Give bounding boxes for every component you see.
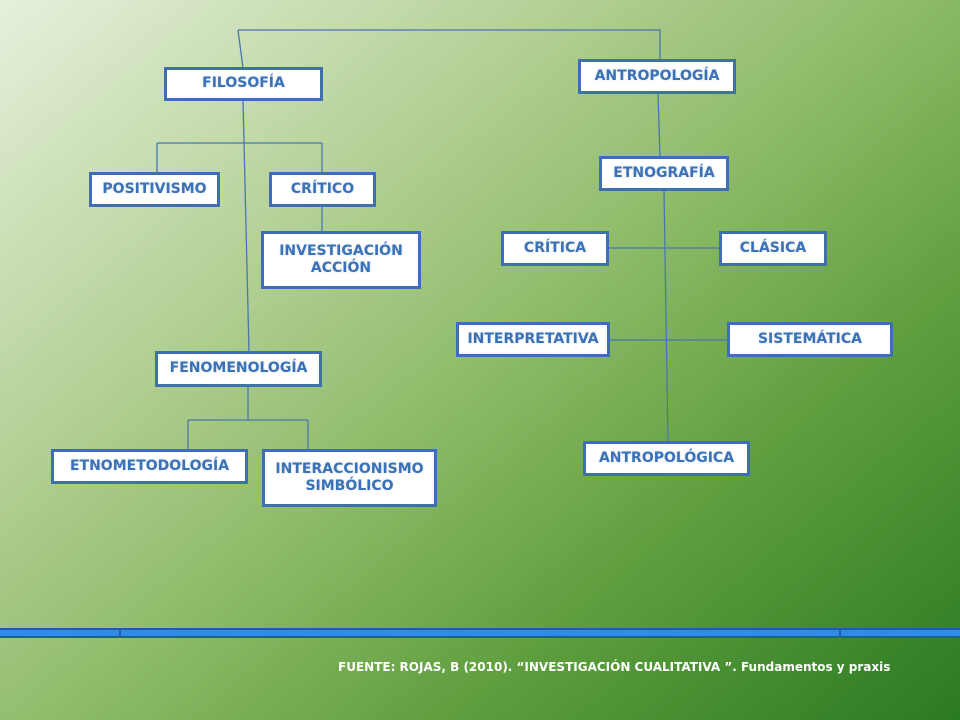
node-positivismo: POSITIVISMO [89, 172, 220, 207]
node-critico: CRÍTICO [269, 172, 376, 207]
node-interaccionismo-simbolico: INTERACCIONISMO SIMBÓLICO [262, 449, 437, 507]
node-investigacion-accion: INVESTIGACIÓN ACCIÓN [261, 231, 421, 289]
node-clasica: CLÁSICA [719, 231, 827, 266]
divider-bar [0, 628, 960, 638]
node-antropologia: ANTROPOLOGÍA [578, 59, 736, 94]
node-antropologica: ANTROPOLÓGICA [583, 441, 750, 476]
node-filosofia: FILOSOFÍA [164, 67, 323, 101]
source-citation: FUENTE: ROJAS, B (2010). “INVESTIGACIÓN … [338, 660, 891, 674]
divider-bar-segment [839, 628, 841, 638]
node-etnometodologia: ETNOMETODOLOGÍA [51, 449, 248, 484]
node-sistematica: SISTEMÁTICA [727, 322, 893, 357]
node-interpretativa: INTERPRETATIVA [456, 322, 610, 357]
node-etnografia: ETNOGRAFÍA [599, 156, 729, 191]
node-critica: CRÍTICA [501, 231, 609, 266]
node-fenomenologia: FENOMENOLOGÍA [155, 351, 322, 387]
divider-bar-segment [119, 628, 121, 638]
